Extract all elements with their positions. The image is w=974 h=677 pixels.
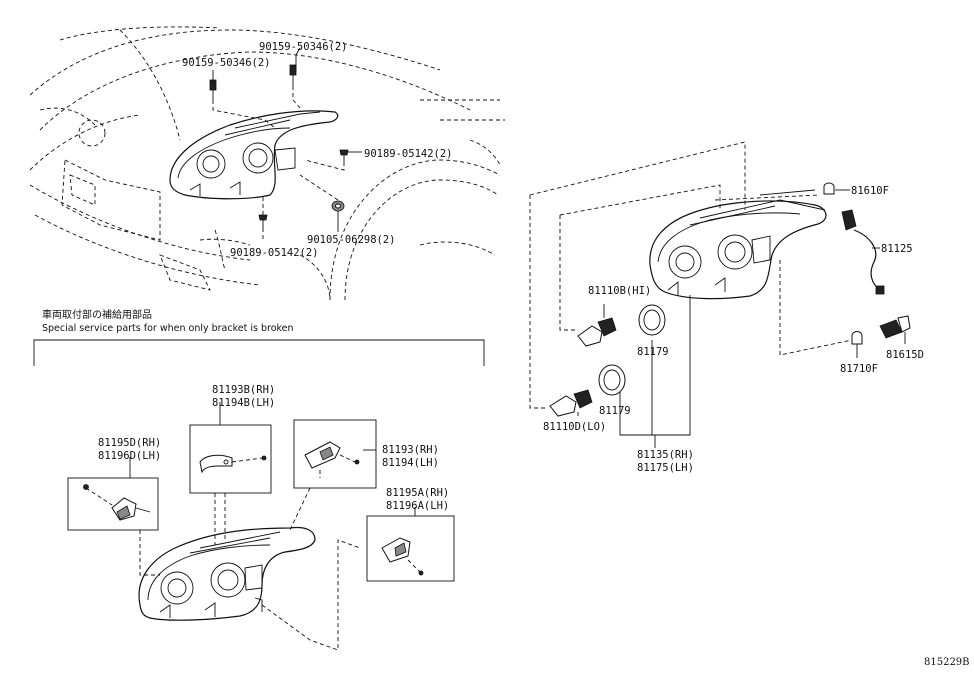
label-bracket-d-rh: 81195D(RH) bbox=[98, 437, 161, 449]
bracket-a-part bbox=[381, 537, 424, 576]
headlamp-exploded-illustration bbox=[649, 199, 827, 300]
socket-icon bbox=[879, 315, 911, 344]
label-wedge-bulb: 81710F bbox=[840, 363, 878, 375]
car-front-illustration bbox=[29, 26, 505, 301]
headlamp-bottom-illustration bbox=[138, 526, 316, 621]
label-bracket-lh: 81194(LH) bbox=[382, 457, 439, 469]
cap-upper-icon bbox=[638, 304, 666, 336]
socket-wire-icon bbox=[841, 209, 885, 295]
bracket-b-part bbox=[199, 454, 267, 474]
section-title-en: Special service parts for when only brac… bbox=[42, 323, 294, 334]
screw-icon bbox=[258, 214, 268, 228]
label-side-bulb: 81610F bbox=[851, 185, 889, 197]
label-bracket-a-lh: 81196A(LH) bbox=[386, 500, 449, 512]
label-nut: 90105-06298(2) bbox=[307, 234, 396, 246]
cap-lower-icon bbox=[598, 364, 626, 396]
label-screw-right: 90189-05142(2) bbox=[364, 148, 453, 160]
part-box-81195d bbox=[67, 477, 159, 531]
label-headlamp-rh: 81135(RH) bbox=[637, 449, 694, 461]
bracket-part bbox=[304, 441, 360, 478]
part-box-81195a bbox=[366, 515, 455, 582]
bracket-d-part bbox=[83, 484, 151, 521]
label-screw-bottom: 90189-05142(2) bbox=[230, 247, 319, 259]
label-cap-lower: 81179 bbox=[599, 405, 631, 417]
section-bracket-line bbox=[33, 339, 485, 366]
side-bulb-icon bbox=[823, 182, 835, 195]
lo-bulb-icon bbox=[549, 389, 593, 417]
nut-icon bbox=[331, 200, 345, 212]
reference-number: 815229B bbox=[924, 657, 970, 668]
label-bracket-a-rh: 81195A(RH) bbox=[386, 487, 449, 499]
label-bulb-lo: 81110D(LO) bbox=[543, 421, 606, 433]
screw-icon bbox=[339, 149, 349, 162]
label-bracket-b-rh: 81193B(RH) bbox=[212, 384, 275, 396]
label-bulb-hi: 81110B(HI) bbox=[588, 285, 651, 297]
label-bolt-top-left: 90159-50346(2) bbox=[182, 57, 271, 69]
label-bracket-b-lh: 81194B(LH) bbox=[212, 397, 275, 409]
wedge-bulb-icon bbox=[851, 331, 863, 358]
label-cap-upper: 81179 bbox=[637, 346, 669, 358]
label-socket: 81615D bbox=[886, 349, 924, 361]
label-headlamp-lh: 81175(LH) bbox=[637, 462, 694, 474]
bolt-icon bbox=[289, 64, 297, 86]
part-box-81193b bbox=[189, 424, 272, 494]
hi-bulb-icon bbox=[577, 304, 617, 347]
part-box-81193 bbox=[293, 419, 377, 489]
label-socket-wire: 81125 bbox=[881, 243, 913, 255]
section-title-jp: 車両取付部の補給用部品 bbox=[42, 308, 152, 321]
label-bracket-d-lh: 81196D(LH) bbox=[98, 450, 161, 462]
label-bracket-rh: 81193(RH) bbox=[382, 444, 439, 456]
label-bolt-top-right: 90159-50346(2) bbox=[259, 41, 348, 53]
